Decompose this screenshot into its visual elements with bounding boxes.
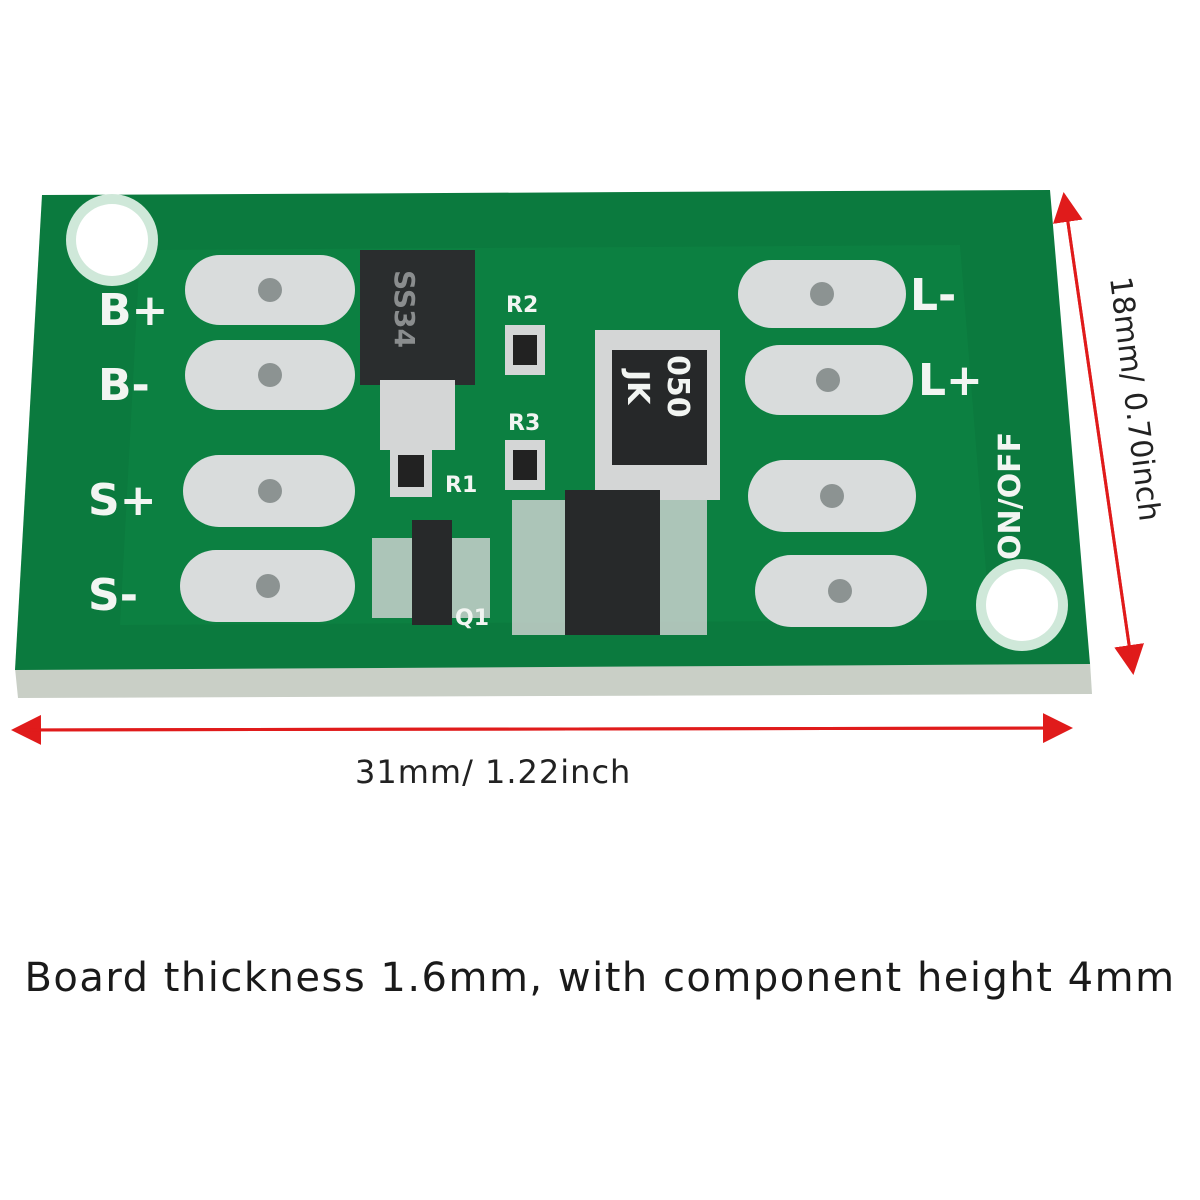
- label-s-minus: S-: [88, 570, 138, 621]
- fuse-marking-2: 050: [660, 355, 695, 418]
- ic-chip: [565, 490, 660, 635]
- right-pads: [738, 260, 927, 627]
- label-r3: R3: [508, 411, 540, 436]
- caption: Board thickness 1.6mm, with component he…: [24, 955, 1176, 1001]
- label-q1: Q1: [455, 606, 489, 631]
- label-on-off: ON/OFF: [993, 432, 1028, 560]
- diode-marking: SS34: [388, 270, 421, 348]
- label-b-plus: B+: [98, 285, 168, 336]
- transistor-q1: [412, 520, 452, 625]
- diode-ss34: [360, 250, 475, 385]
- left-pads: [180, 255, 355, 622]
- width-dimension-label: 31mm/ 1.22inch: [355, 753, 631, 791]
- label-b-minus: B-: [98, 360, 150, 411]
- label-l-plus: L+: [918, 355, 983, 406]
- label-l-minus: L-: [910, 270, 956, 321]
- fuse-marking-1: JK: [620, 368, 655, 406]
- label-s-plus: S+: [88, 475, 157, 526]
- board-edge: [15, 662, 1092, 698]
- label-r2: R2: [506, 293, 538, 318]
- height-dimension-label: 18mm/ 0.70inch: [1102, 275, 1167, 523]
- label-r1: R1: [445, 473, 477, 498]
